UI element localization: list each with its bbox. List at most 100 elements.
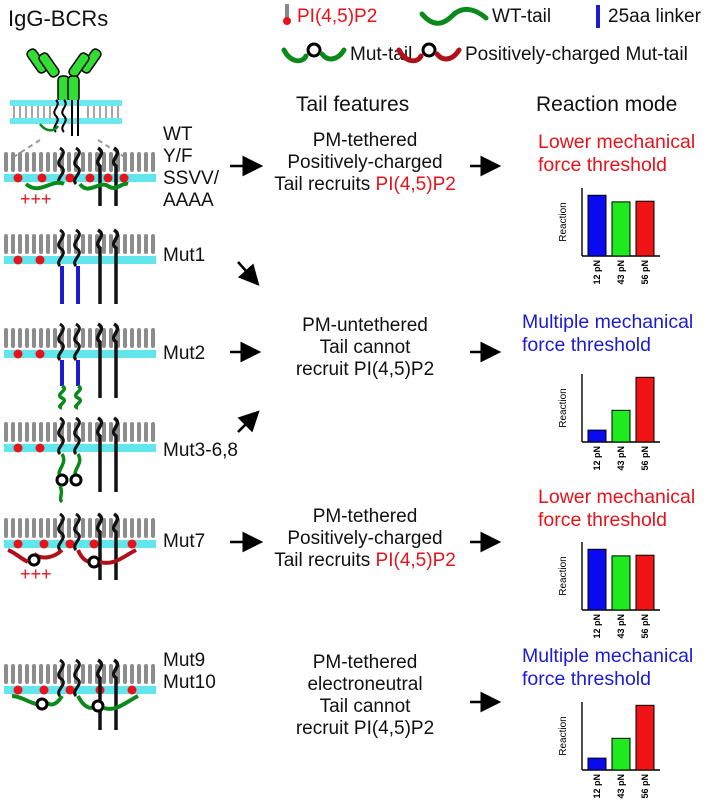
membrane-mut2 xyxy=(4,322,156,410)
membrane-mut9-10 xyxy=(4,658,156,730)
mode-line: Lower mechanical xyxy=(538,486,696,508)
chart-tick-label: 12 pN xyxy=(592,260,602,285)
group4-labels: Mut9 Mut10 xyxy=(163,650,216,694)
legend-pip2-label: PI(4,5)P2 xyxy=(297,6,378,27)
mode-line: Lower mechanical xyxy=(538,131,696,153)
mode-group3: Lower mechanical force threshold xyxy=(538,486,695,532)
wt-tail-legend-icon xyxy=(419,7,489,26)
group1-labels: WT Y/F SSVV/ AAAA xyxy=(163,124,219,212)
chart-bar xyxy=(635,554,655,611)
label-ssvv: SSVV/ xyxy=(163,168,219,189)
chart-bar xyxy=(611,201,631,257)
chart-tick-label: 12 pN xyxy=(592,446,602,471)
chart-bar xyxy=(611,737,631,771)
feature-line: PM-tethered xyxy=(312,130,418,151)
chart-tick-label: 56 pN xyxy=(640,446,650,471)
bar-chart-3: Reaction 12 pN 43 pN 56 pN xyxy=(558,542,660,639)
pip2-legend-icon xyxy=(283,4,291,25)
feature-line: PM-tethered xyxy=(312,652,418,673)
label-mut3-6-8: Mut3-6,8 xyxy=(163,440,238,461)
chart-tick-label: 56 pN xyxy=(640,260,650,285)
legend-pos-mut-tail-label: Positively-charged Mut-tail xyxy=(465,44,688,65)
feature-line: Tail recruits PI(4,5)P2 xyxy=(265,550,465,572)
mode-line: Multiple mechanical xyxy=(522,645,694,667)
feature-text: Tail recruits xyxy=(274,174,376,195)
chart-tick-label: 43 pN xyxy=(616,260,626,285)
chart-bar xyxy=(587,429,607,443)
label-wt: WT xyxy=(163,124,193,145)
mode-line: force threshold xyxy=(522,334,651,356)
label-mut7: Mut7 xyxy=(163,531,206,552)
bar-chart-1: Reaction 12 pN 43 pN 56 pN xyxy=(558,188,660,285)
membrane-mut7 xyxy=(4,512,156,580)
membrane-wt xyxy=(4,146,156,206)
pos-mut-tail-legend-icon xyxy=(396,42,462,64)
chart-bar xyxy=(635,704,655,771)
chart-bar xyxy=(587,548,607,611)
mode-line: Multiple mechanical xyxy=(522,311,694,333)
chart-tick-label: 43 pN xyxy=(616,774,626,799)
mode-line: force threshold xyxy=(522,668,651,690)
feature-line: Tail cannot xyxy=(319,337,411,358)
arrow-mut1 xyxy=(237,261,260,286)
feature-line: PM-tethered xyxy=(312,506,418,527)
chart-tick-label: 43 pN xyxy=(616,446,626,471)
linker-legend-icon xyxy=(596,5,600,28)
feature-line: Tail cannot xyxy=(319,696,411,717)
feature-group3: PM-tethered Positively-charged Tail recr… xyxy=(265,506,465,572)
chart-bar xyxy=(611,409,631,443)
chart-bar xyxy=(587,757,607,771)
mut-tail-legend-icon xyxy=(281,42,347,64)
chart-tick-label: 56 pN xyxy=(640,774,650,799)
label-mut9: Mut9 xyxy=(163,650,206,671)
feature-line: Positively-charged xyxy=(287,528,443,549)
label-yf: Y/F xyxy=(163,146,193,167)
feature-group4: PM-tethered electroneutral Tail cannot r… xyxy=(265,652,465,740)
charge-plus-group1: +++ xyxy=(20,189,52,209)
chart-ylabel: Reaction xyxy=(558,388,569,427)
chart-ylabel: Reaction xyxy=(558,556,569,595)
bar-chart-2: Reaction 12 pN 43 pN 56 pN xyxy=(558,374,660,471)
mode-group2: Multiple mechanical force threshold xyxy=(522,311,693,357)
chart-bar xyxy=(611,555,631,611)
feature-line: recruit PI(4,5)P2 xyxy=(295,359,435,380)
chart-ylabel: Reaction xyxy=(558,716,569,755)
mode-line: force threshold xyxy=(538,154,667,176)
label-aaaa: AAAA xyxy=(163,190,214,211)
label-mut1: Mut1 xyxy=(163,245,206,266)
mode-group4: Multiple mechanical force threshold xyxy=(522,645,693,691)
feature-line: Tail recruits PI(4,5)P2 xyxy=(265,174,465,196)
chart-bar xyxy=(635,376,655,443)
legend-wt-tail-label: WT-tail xyxy=(492,6,552,27)
feature-group1: PM-tethered Positively-charged Tail recr… xyxy=(265,130,465,196)
pip2-highlight: PI(4,5)P2 xyxy=(375,550,456,571)
chart-bar xyxy=(635,200,655,257)
mode-group1: Lower mechanical force threshold xyxy=(538,131,695,177)
igg-bcr-overview-diagram xyxy=(10,48,127,159)
feature-line: electroneutral xyxy=(307,674,423,695)
figure-title: IgG-BCRs xyxy=(8,6,109,31)
feature-group2: PM-untethered Tail cannot recruit PI(4,5… xyxy=(265,315,465,381)
pip2-highlight: PI(4,5)P2 xyxy=(375,174,456,195)
feature-text: Tail recruits xyxy=(274,550,376,571)
feature-line: recruit PI(4,5)P2 xyxy=(295,718,435,739)
label-mut2: Mut2 xyxy=(163,343,206,364)
membrane-mut3 xyxy=(4,416,156,504)
column-header-mode: Reaction mode xyxy=(536,93,678,116)
feature-line: PM-untethered xyxy=(302,315,428,336)
chart-tick-label: 43 pN xyxy=(616,614,626,639)
charge-plus-group3: +++ xyxy=(20,564,52,584)
bar-chart-4: Reaction 12 pN 43 pN 56 pN xyxy=(558,702,660,799)
chart-tick-label: 12 pN xyxy=(592,614,602,639)
chart-ylabel: Reaction xyxy=(558,202,569,241)
arrow-mut3 xyxy=(237,410,260,433)
legend-linker-label: 25aa linker xyxy=(608,6,701,27)
membrane-mut1 xyxy=(4,228,156,304)
mode-line: force threshold xyxy=(538,509,667,531)
chart-bar xyxy=(587,194,607,257)
chart-tick-label: 12 pN xyxy=(592,774,602,799)
feature-line: Positively-charged xyxy=(287,152,443,173)
label-mut10: Mut10 xyxy=(163,672,216,693)
column-header-features: Tail features xyxy=(296,93,410,116)
chart-tick-label: 56 pN xyxy=(640,614,650,639)
